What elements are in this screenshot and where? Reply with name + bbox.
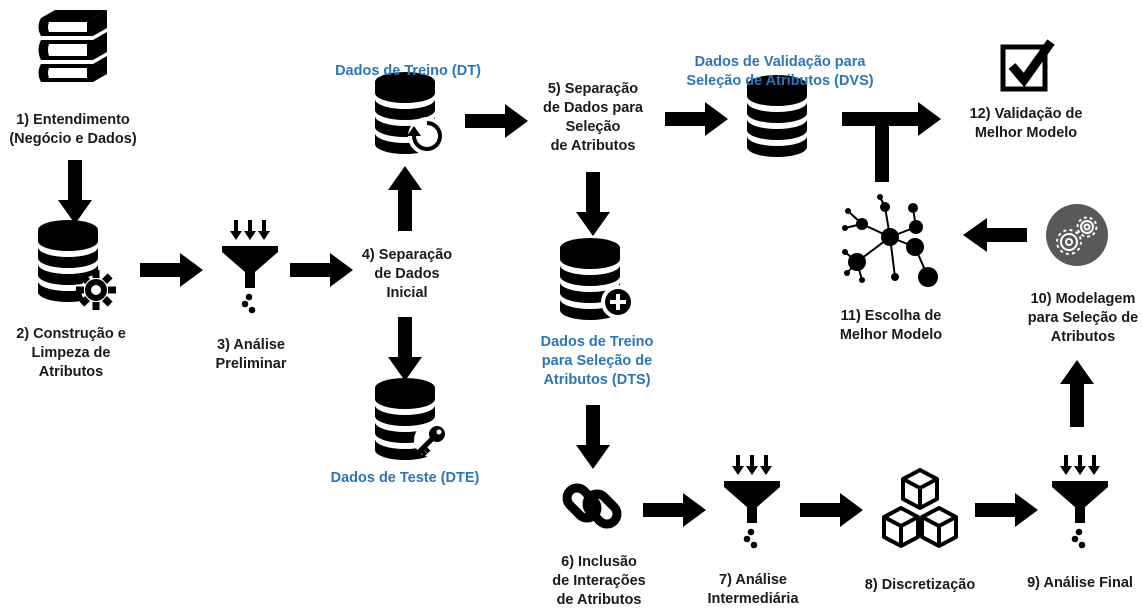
step-2-label: 2) Construção e Limpeza de Atributos bbox=[16, 325, 126, 382]
step-1-label: 1) Entendimento (Negócio e Dados) bbox=[9, 111, 136, 149]
arrow-9-to-10 bbox=[1060, 360, 1094, 427]
label-line: Limpeza de bbox=[31, 345, 111, 361]
label-line: 10) Modelagem bbox=[1030, 291, 1136, 307]
dataset-dts-label: Dados de Treino para Seleção de Atributos … bbox=[541, 333, 654, 390]
dataset-dte-label: Dados de Teste (DTE) bbox=[331, 469, 480, 488]
label-line: 8) Discretização bbox=[864, 577, 976, 593]
network-icon bbox=[842, 194, 938, 287]
label-line: Dados de Validação para bbox=[694, 54, 866, 70]
label-line: Inicial bbox=[386, 285, 428, 301]
cubes-icon bbox=[882, 468, 958, 548]
arrow-dts-to-6 bbox=[576, 405, 610, 469]
label-line: Melhor Modelo bbox=[839, 327, 943, 343]
arrow-8-to-9 bbox=[975, 493, 1038, 527]
label-line: Dados de Teste (DTE) bbox=[330, 470, 480, 486]
label-line: de Atributos bbox=[556, 592, 642, 608]
label-line: 12) Validação de bbox=[969, 106, 1083, 122]
database-gear-icon bbox=[38, 220, 116, 310]
label-line: 3) Análise bbox=[217, 337, 285, 353]
label-line: 5) Separação bbox=[547, 81, 639, 97]
label-line: de Atributos bbox=[550, 138, 636, 154]
label-line: Seleção de Atributos (DVS) bbox=[686, 73, 874, 89]
label-line: Dados de Treino bbox=[540, 334, 654, 350]
label-line: de Dados para bbox=[543, 100, 643, 116]
label-line: para Seleção de bbox=[1027, 310, 1139, 326]
arrow-6-to-7 bbox=[643, 493, 706, 527]
step-9-label: 9) Análise Final bbox=[1027, 574, 1133, 593]
checkbox-icon bbox=[1000, 39, 1055, 92]
arrow-2-to-3 bbox=[140, 253, 203, 287]
label-line: Atributos bbox=[1050, 329, 1116, 345]
funnel-icon bbox=[222, 220, 278, 314]
label-line: (Negócio e Dados) bbox=[9, 131, 137, 147]
arrow-dt-to-5 bbox=[465, 104, 528, 138]
arrow-3-to-4 bbox=[290, 253, 353, 287]
database-plus-icon bbox=[560, 238, 635, 320]
label-line: para Seleção de bbox=[541, 353, 653, 369]
label-line: 6) Inclusão bbox=[561, 554, 637, 570]
label-line: 2) Construção e bbox=[16, 326, 126, 342]
link-icon bbox=[562, 483, 622, 529]
arrow-4-to-dt bbox=[388, 166, 422, 231]
step-8-label: 8) Discretização bbox=[865, 576, 975, 595]
label-line: 7) Análise bbox=[719, 572, 787, 588]
label-line: Intermediária bbox=[707, 591, 799, 607]
label-line: Melhor Modelo bbox=[974, 125, 1078, 141]
label-line: 11) Escolha de bbox=[840, 308, 942, 324]
label-line: Dados de Treino (DT) bbox=[335, 63, 481, 79]
books-icon bbox=[38, 10, 107, 82]
arrow-7-to-8 bbox=[800, 493, 863, 527]
gears-circle-icon bbox=[1046, 204, 1108, 266]
label-line: 4) Separação bbox=[361, 247, 453, 263]
label-line: de Interações bbox=[552, 573, 646, 589]
arrow-4-to-dte bbox=[388, 317, 422, 381]
arrow-1-to-2 bbox=[58, 160, 92, 224]
label-line: de Dados bbox=[374, 266, 440, 282]
label-line: Preliminar bbox=[215, 356, 287, 372]
step-11-label: 11) Escolha de Melhor Modelo bbox=[840, 307, 942, 345]
database-key-icon bbox=[375, 378, 448, 460]
step-12-label: 12) Validação de Melhor Modelo bbox=[970, 105, 1083, 143]
arrow-10-to-11 bbox=[963, 218, 1027, 252]
arrow-5-to-dts bbox=[576, 172, 610, 236]
step-6-label: 6) Inclusão de Interações de Atributos bbox=[552, 553, 646, 610]
dataset-dt-label: Dados de Treino (DT) bbox=[335, 62, 481, 81]
label-line: 1) Entendimento bbox=[16, 112, 130, 128]
arrow-5-to-dvs bbox=[665, 102, 728, 136]
label-line: Atributos bbox=[38, 364, 104, 380]
funnel-icon bbox=[724, 455, 780, 549]
label-line: Seleção bbox=[565, 119, 621, 135]
funnel-icon bbox=[1052, 455, 1108, 549]
label-line: Atributos (DTS) bbox=[543, 372, 651, 388]
step-10-label: 10) Modelagem para Seleção de Atributos bbox=[1028, 290, 1138, 347]
arrow-dvs-11-to-12 bbox=[842, 102, 941, 182]
database-refresh-icon bbox=[375, 72, 446, 155]
label-line: 9) Análise Final bbox=[1027, 575, 1133, 591]
